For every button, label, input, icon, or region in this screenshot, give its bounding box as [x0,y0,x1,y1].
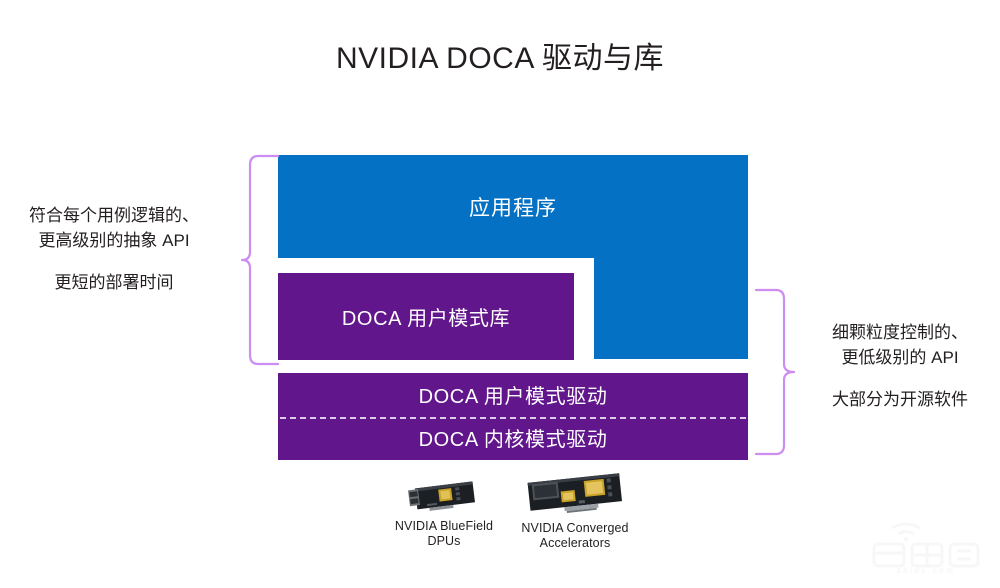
hardware-converged-caption-line1: NVIDIA Converged [521,521,629,535]
zhidx-logo-icon [872,522,980,568]
right-annotation-open-source: 大部分为开源软件 [832,390,968,409]
page-title: NVIDIA DOCA 驱动与库 [335,42,665,75]
hardware-converged-caption-line2: Accelerators [539,536,611,550]
hardware-bluefield-dpu: NVIDIA BlueField DPUs [378,476,510,549]
left-annotation-api-line1: 符合每个用例逻辑的、 [29,206,199,225]
doca-user-mode-driver-label: DOCA 用户模式驱动 [418,386,608,408]
left-annotation-high-level-api: 符合每个用例逻辑的、 更高级别的抽象 API [0,203,228,253]
left-annotation-api-line2: 更高级别的抽象 API [38,231,190,250]
left-bracket-icon [240,154,280,366]
hardware-bluefield-caption-line1: NVIDIA BlueField [394,519,494,533]
driver-dashed-divider [280,417,746,419]
doca-user-mode-library-label: DOCA 用户模式库 [341,308,511,330]
dpu-card-icon [408,481,475,511]
hardware-converged-accelerator: NVIDIA Converged Accelerators [505,470,645,551]
left-annotation-deploy-time: 更短的部署时间 [54,273,174,292]
right-annotation-low-level-api: 细颗粒度控制的、 更低级别的 API [800,320,1000,370]
doca-kernel-mode-driver-label: DOCA 内核模式驱动 [418,429,608,451]
right-bracket-icon [754,288,796,456]
converged-accelerator-card-icon [527,473,623,513]
right-annotation-api-line2: 更低级别的 API [841,348,959,367]
application-block-right-column [594,258,748,359]
watermark-domain: zhidx.com [896,566,956,575]
doca-driver-block: DOCA 用户模式驱动 DOCA 内核模式驱动 [278,373,748,460]
application-block-label: 应用程序 [469,196,557,220]
right-annotation-api-line1: 细颗粒度控制的、 [832,323,968,342]
doca-user-mode-library-block: DOCA 用户模式库 [278,273,574,360]
hardware-bluefield-caption: NVIDIA BlueField DPUs [378,519,510,549]
application-block-top [278,155,748,258]
hardware-bluefield-caption-line2: DPUs [427,534,461,548]
hardware-converged-caption: NVIDIA Converged Accelerators [505,521,645,551]
